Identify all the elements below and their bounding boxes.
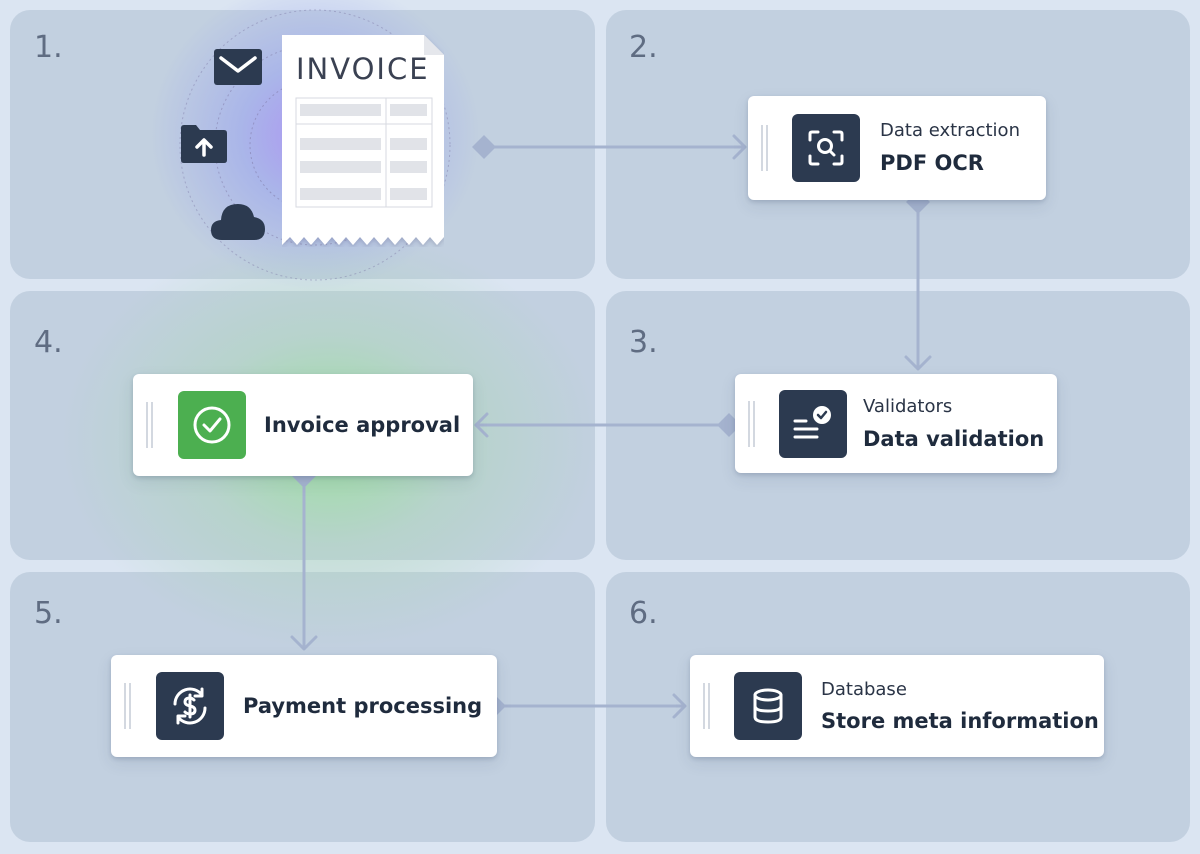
node-payment-processing[interactable]: Payment processing [111,655,497,757]
node-title: Invoice approval [264,413,461,437]
step-number-2: 2. [629,30,658,65]
node-store-meta[interactable]: Database Store meta information [690,655,1104,757]
document-scan-icon [792,114,860,182]
step-number-5: 5. [34,596,63,631]
node-pdf-ocr[interactable]: Data extraction PDF OCR [748,96,1046,200]
node-title: Data validation [863,427,1045,451]
step-number-1: 1. [34,30,63,65]
node-subtitle: Validators [863,396,953,417]
step-number-6: 6. [629,596,658,631]
step-number-4: 4. [34,325,63,360]
node-data-validation[interactable]: Validators Data validation [735,374,1057,473]
mail-icon [214,49,262,85]
check-circle-icon [178,391,246,459]
cloud-icon [211,204,265,240]
dollar-exchange-icon [156,672,224,740]
drag-handle[interactable] [748,400,755,447]
drag-handle[interactable] [761,125,768,171]
node-subtitle: Data extraction [880,120,1020,141]
drag-handle[interactable] [703,683,710,729]
node-subtitle: Database [821,679,907,700]
drag-handle[interactable] [124,683,131,729]
database-icon [734,672,802,740]
node-title: PDF OCR [880,151,984,175]
node-invoice-approval[interactable]: Invoice approval [133,374,473,476]
folder-upload-icon [181,125,227,163]
step-number-3: 3. [629,325,658,360]
invoice-title: INVOICE [296,52,430,86]
node-title: Store meta information [821,709,1099,733]
checklist-icon [779,389,847,458]
drag-handle[interactable] [146,402,153,448]
node-title: Payment processing [243,694,483,718]
invoice-document [282,35,444,245]
